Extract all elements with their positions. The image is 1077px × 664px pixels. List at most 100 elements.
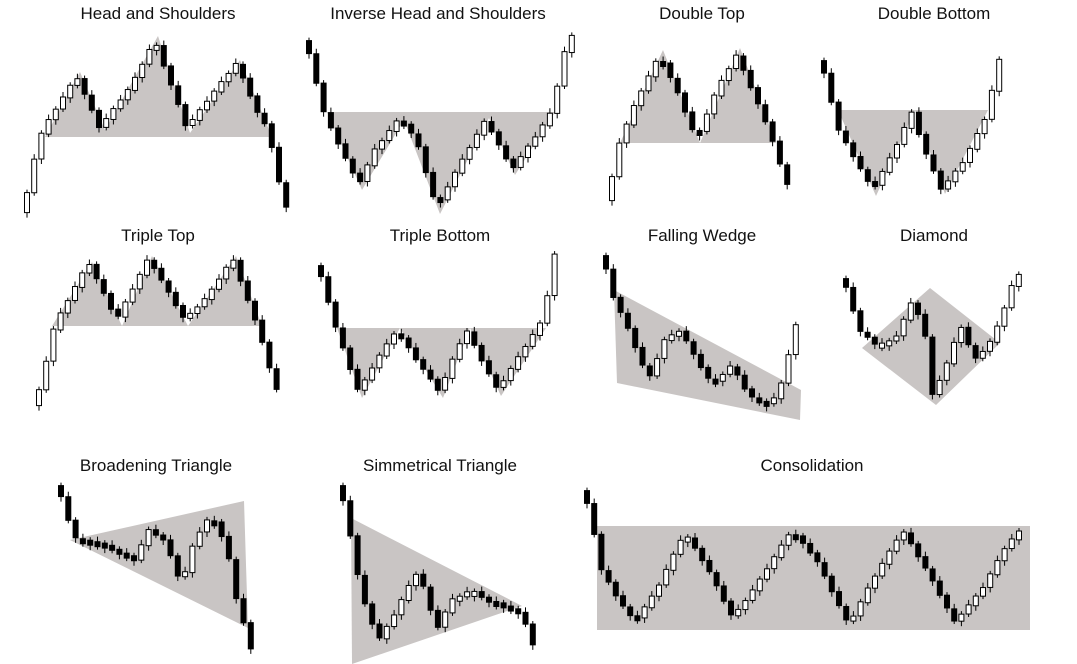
double-top-candle	[784, 161, 791, 190]
head-and-shoulders-shaded-region	[45, 36, 272, 137]
double-top-candle	[776, 136, 783, 167]
diamond-candle	[979, 346, 986, 362]
triple-top-candle	[230, 255, 237, 272]
triple-bottom-candle	[420, 356, 427, 375]
triple-bottom-figure	[318, 251, 558, 398]
triple-top-candle	[136, 271, 143, 294]
simmetrical-triangle-candle	[522, 607, 529, 628]
broadening-triangle-candle	[196, 527, 203, 550]
triple-top-candle	[252, 298, 258, 325]
falling-wedge-candle	[624, 308, 631, 332]
triple-bottom-candle	[529, 329, 536, 350]
head-and-shoulders-candle	[45, 114, 52, 138]
title-triple-top: Triple Top	[121, 226, 195, 245]
diamond-candle	[1001, 304, 1008, 332]
head-and-shoulders-candle	[117, 94, 124, 112]
falling-wedge-candle	[661, 336, 668, 364]
diamond-candle	[915, 300, 921, 320]
consolidation-candle	[778, 540, 785, 561]
title-broadening-triangle: Broadening Triangle	[79, 456, 233, 475]
broadening-triangle-candle	[72, 517, 79, 543]
triple-top-candle	[266, 339, 273, 373]
falling-wedge-candle	[632, 325, 639, 353]
head-and-shoulders-candle	[247, 73, 254, 100]
diamond-candle	[1008, 280, 1015, 311]
double-bottom-candle	[842, 126, 849, 146]
simmetrical-triangle-candle	[507, 601, 514, 615]
triple-top-candle	[237, 257, 244, 287]
broadening-triangle-candle	[58, 482, 64, 502]
triple-top-candle	[108, 290, 114, 315]
inverse-head-and-shoulders-candle	[481, 118, 488, 141]
double-bottom-candle	[945, 175, 952, 193]
head-and-shoulders-candle	[132, 72, 138, 94]
broadening-triangle-candle	[123, 548, 130, 562]
head-and-shoulders-candle	[204, 96, 210, 113]
consolidation-candle	[922, 551, 929, 572]
consolidation-candle	[749, 584, 756, 604]
triple-top-candle	[72, 281, 78, 304]
simmetrical-triangle-candle	[515, 605, 522, 619]
diamond-figure	[843, 271, 1022, 405]
inverse-head-and-shoulders-candle	[430, 167, 437, 200]
double-bottom-candle	[850, 139, 857, 162]
consolidation-candle	[987, 570, 994, 593]
consolidation-candle	[836, 586, 842, 609]
consolidation-candle	[706, 555, 713, 575]
inverse-head-and-shoulders-candle	[415, 128, 422, 150]
diamond-candle	[893, 331, 900, 345]
broadening-triangle-candle	[116, 546, 123, 560]
head-and-shoulders-candle	[225, 70, 232, 87]
falling-wedge-candle	[712, 374, 719, 388]
consolidation-candle	[965, 599, 972, 618]
double-bottom-candle	[872, 176, 879, 190]
triple-top-candle	[129, 284, 136, 306]
double-top-candle	[755, 84, 761, 109]
broadening-triangle-shaded-region	[70, 501, 248, 628]
triple-bottom-candle	[376, 352, 383, 373]
simmetrical-triangle-candle	[347, 495, 354, 539]
broadening-triangle-candle	[225, 531, 232, 562]
inverse-head-and-shoulders-candle	[437, 194, 444, 208]
double-top-figure	[609, 48, 791, 206]
double-top-candle	[725, 65, 732, 86]
double-top-candle	[762, 99, 769, 125]
double-bottom-figure	[821, 56, 1003, 196]
head-and-shoulders-candle	[189, 114, 196, 129]
consolidation-candle	[850, 611, 857, 625]
broadening-triangle-candle	[79, 533, 86, 547]
falling-wedge-candle	[639, 342, 646, 369]
falling-wedge-candle	[785, 349, 792, 387]
simmetrical-triangle-candle	[398, 596, 405, 620]
double-top-candle	[733, 50, 740, 72]
simmetrical-triangle-candle	[442, 609, 449, 633]
double-bottom-candle	[952, 168, 959, 187]
simmetrical-triangle-candle	[449, 593, 456, 616]
triple-top-candle	[165, 277, 172, 298]
consolidation-candle	[648, 591, 655, 611]
double-top-candle	[630, 100, 637, 128]
inverse-head-and-shoulders-candle	[393, 117, 400, 137]
triple-top-candle	[79, 269, 86, 293]
double-bottom-candle	[988, 85, 995, 123]
triple-top-candle	[201, 293, 208, 310]
head-and-shoulders-candle	[168, 62, 174, 90]
double-top-candle	[623, 121, 630, 148]
consolidation-candle	[656, 582, 662, 602]
consolidation-candle	[800, 532, 806, 549]
broadening-triangle-candle	[145, 526, 152, 551]
inverse-head-and-shoulders-candle	[320, 80, 327, 117]
triple-bottom-candle	[493, 371, 500, 393]
falling-wedge-candle	[741, 370, 748, 393]
consolidation-candle	[771, 553, 778, 574]
double-bottom-candle	[886, 152, 893, 176]
double-bottom-candle	[967, 145, 973, 168]
triple-top-candle	[187, 308, 194, 322]
head-and-shoulders-candle	[74, 73, 81, 89]
triple-bottom-candle	[456, 338, 463, 363]
consolidation-candle	[670, 551, 677, 576]
triple-bottom-candle	[478, 342, 485, 366]
consolidation-candle	[692, 532, 698, 552]
consolidation-candle	[684, 534, 691, 548]
